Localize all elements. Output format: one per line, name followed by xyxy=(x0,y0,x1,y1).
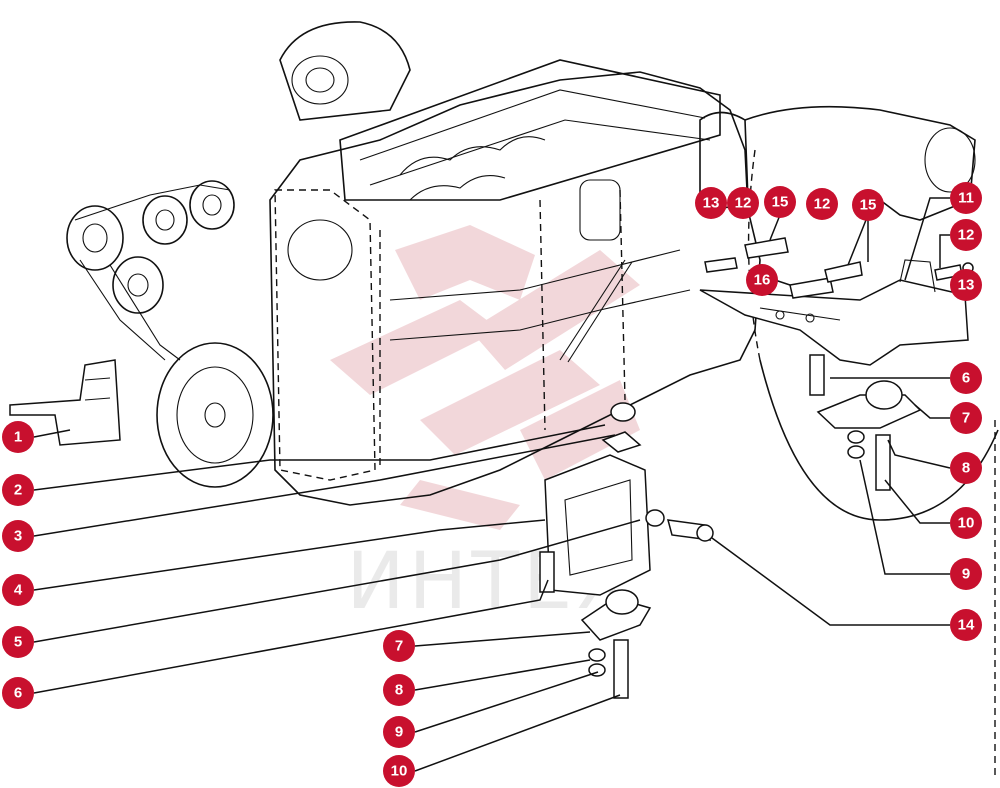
callout-8-lower-label: 8 xyxy=(395,682,403,699)
callout-15-top-a-marker xyxy=(764,186,796,218)
callout-8-lower-marker xyxy=(383,674,415,706)
callout-10-lower: 10 xyxy=(383,755,415,787)
callout-3-marker xyxy=(2,520,34,552)
callout-2-label: 2 xyxy=(14,482,22,499)
callout-14-marker xyxy=(950,609,982,641)
callout-1-marker xyxy=(2,421,34,453)
callout-8-lower: 8 xyxy=(383,674,415,706)
callout-7-right-label: 7 xyxy=(962,410,970,427)
callout-6-left-marker xyxy=(2,677,34,709)
leader-lines xyxy=(33,197,951,772)
callout-13-right: 13 xyxy=(950,269,982,301)
callout-12-top-b: 12 xyxy=(806,188,838,220)
callout-15-top-b-marker xyxy=(852,189,884,221)
callout-13-top-marker xyxy=(695,187,727,219)
callout-9-right-label: 9 xyxy=(962,566,970,583)
callout-10-right: 10 xyxy=(950,507,982,539)
callout-3: 3 xyxy=(2,520,34,552)
callout-16: 16 xyxy=(746,264,778,296)
callout-7-lower-marker xyxy=(383,630,415,662)
callout-8-right-marker xyxy=(950,452,982,484)
callout-12-right-marker xyxy=(950,219,982,251)
callout-12-right: 12 xyxy=(950,219,982,251)
callout-4-marker xyxy=(2,574,34,606)
callout-6-left-label: 6 xyxy=(14,685,22,702)
callout-1: 1 xyxy=(2,421,34,453)
callout-11-label: 11 xyxy=(958,190,974,207)
callout-4-label: 4 xyxy=(14,582,23,599)
callout-13-top: 13 xyxy=(695,187,727,219)
callout-5-label: 5 xyxy=(14,634,22,651)
callout-9-lower-marker xyxy=(383,716,415,748)
callout-2-marker xyxy=(2,474,34,506)
callout-9-lower-label: 9 xyxy=(395,724,403,741)
callout-7-lower: 7 xyxy=(383,630,415,662)
callout-10-lower-marker xyxy=(383,755,415,787)
callout-15-top-a: 15 xyxy=(764,186,796,218)
callout-16-marker xyxy=(746,264,778,296)
callout-12-top-a: 12 xyxy=(727,187,759,219)
callout-9-lower: 9 xyxy=(383,716,415,748)
callout-8-right: 8 xyxy=(950,452,982,484)
callout-9-right-marker xyxy=(950,558,982,590)
callout-7-right-marker xyxy=(950,402,982,434)
callout-12-top-a-marker xyxy=(727,187,759,219)
callout-13-right-label: 13 xyxy=(958,277,975,294)
callout-6-right-marker xyxy=(950,362,982,394)
callout-15-top-a-label: 15 xyxy=(772,194,789,211)
callout-5: 5 xyxy=(2,626,34,658)
callout-14: 14 xyxy=(950,609,982,641)
callout-6-right-label: 6 xyxy=(962,370,970,387)
callout-10-right-label: 10 xyxy=(958,515,975,532)
callout-13-top-label: 13 xyxy=(703,195,720,212)
callout-11: 11 xyxy=(950,182,982,214)
callout-11-marker xyxy=(950,182,982,214)
callout-12-top-b-marker xyxy=(806,188,838,220)
callout-2: 2 xyxy=(2,474,34,506)
callout-9-right: 9 xyxy=(950,558,982,590)
callout-7-lower-label: 7 xyxy=(395,638,403,655)
callouts: 1 2 3 4 5 6 7 8 9 10 14 6 7 8 10 9 11 12… xyxy=(2,182,982,787)
callout-6-right: 6 xyxy=(950,362,982,394)
callout-14-label: 14 xyxy=(958,617,975,634)
callout-1-label: 1 xyxy=(14,429,22,446)
callout-6-left: 6 xyxy=(2,677,34,709)
callout-12-top-b-label: 12 xyxy=(814,196,831,213)
callout-8-right-label: 8 xyxy=(962,460,970,477)
callout-5-marker xyxy=(2,626,34,658)
callout-10-right-marker xyxy=(950,507,982,539)
callout-12-right-label: 12 xyxy=(958,227,975,244)
callout-13-right-marker xyxy=(950,269,982,301)
callout-12-top-a-label: 12 xyxy=(735,195,752,212)
callout-10-lower-label: 10 xyxy=(391,763,408,780)
callout-3-label: 3 xyxy=(14,528,22,545)
callout-4: 4 xyxy=(2,574,34,606)
callout-15-top-b: 15 xyxy=(852,189,884,221)
callout-15-top-b-label: 15 xyxy=(860,197,877,214)
callout-7-right: 7 xyxy=(950,402,982,434)
callout-16-label: 16 xyxy=(754,272,771,289)
